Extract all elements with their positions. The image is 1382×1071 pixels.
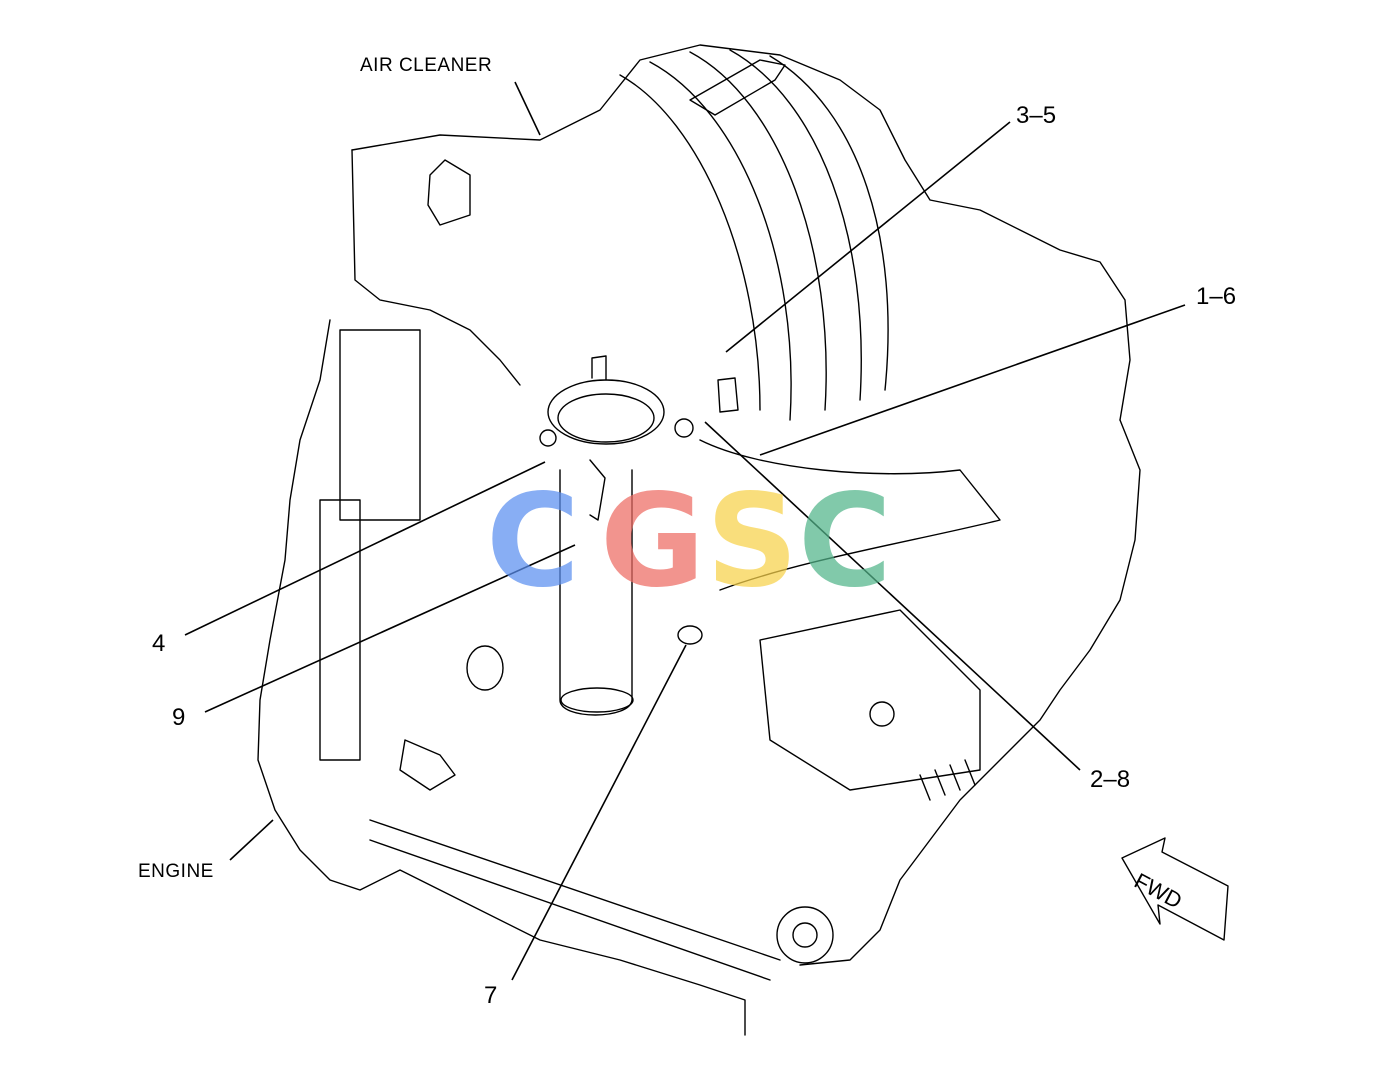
block-fitting [399,739,456,791]
air-cleaner-ring-3 [689,51,827,411]
callout-1-6: 1–6 [1196,283,1237,310]
clamp-bolt-left [539,429,557,447]
air-cleaner-ring-4 [729,49,862,401]
clamp-tie [589,459,606,521]
air-cleaner-handle [689,59,786,116]
callout-7: 7 [484,982,498,1009]
leader-4 [184,461,546,636]
clamp-tab [591,355,607,381]
callout-9: 9 [172,704,186,731]
engine-block-outline [257,319,746,1036]
watermark-letter-g: G [600,467,706,616]
hose-clamp-ring [547,379,665,445]
leader-3-5 [725,121,1011,353]
ecm-fins [919,759,976,801]
callout-2-8: 2–8 [1090,766,1131,793]
watermark-letter-c2: C [798,467,892,616]
leader-2-8 [704,421,1081,771]
leader-9 [204,544,576,713]
clamp-bolt-right [674,418,694,438]
label-engine: ENGINE [138,861,214,882]
leader-air-cleaner [514,81,541,136]
leader-engine [229,819,274,861]
intake-tube [559,469,633,716]
leader-7 [511,644,687,981]
lower-rail [369,819,781,981]
pulley-hub [792,922,818,948]
fwd-arrow-icon [1121,837,1229,941]
air-cleaner-left-edge [351,149,521,386]
air-cleaner-ring-1 [619,74,761,411]
ecm-bolt [869,701,895,727]
watermark-letter-s: S [706,467,799,616]
callout-3-5: 3–5 [1016,102,1057,129]
callout-4: 4 [152,630,166,657]
lower-fitting [677,625,703,645]
air-cleaner-outline [351,44,1131,421]
air-cleaner-ring-5 [769,55,889,391]
air-hose [699,439,1001,591]
ecm-module [759,609,981,791]
intake-tube-end [560,687,634,713]
block-port [466,645,504,691]
pulley [776,906,834,964]
sensor-fitting-upper [717,377,739,413]
mounting-bracket [427,159,471,226]
engine-column-detail [339,329,421,521]
hose-clamp-inner [557,393,655,443]
watermark-letter-c1: C [486,467,580,616]
label-air-cleaner: AIR CLEANER [360,55,493,76]
leader-1-6 [759,304,1186,456]
engine-column-left [319,499,361,761]
engine-block-right [799,419,1141,966]
air-cleaner-ring-2 [649,61,792,421]
